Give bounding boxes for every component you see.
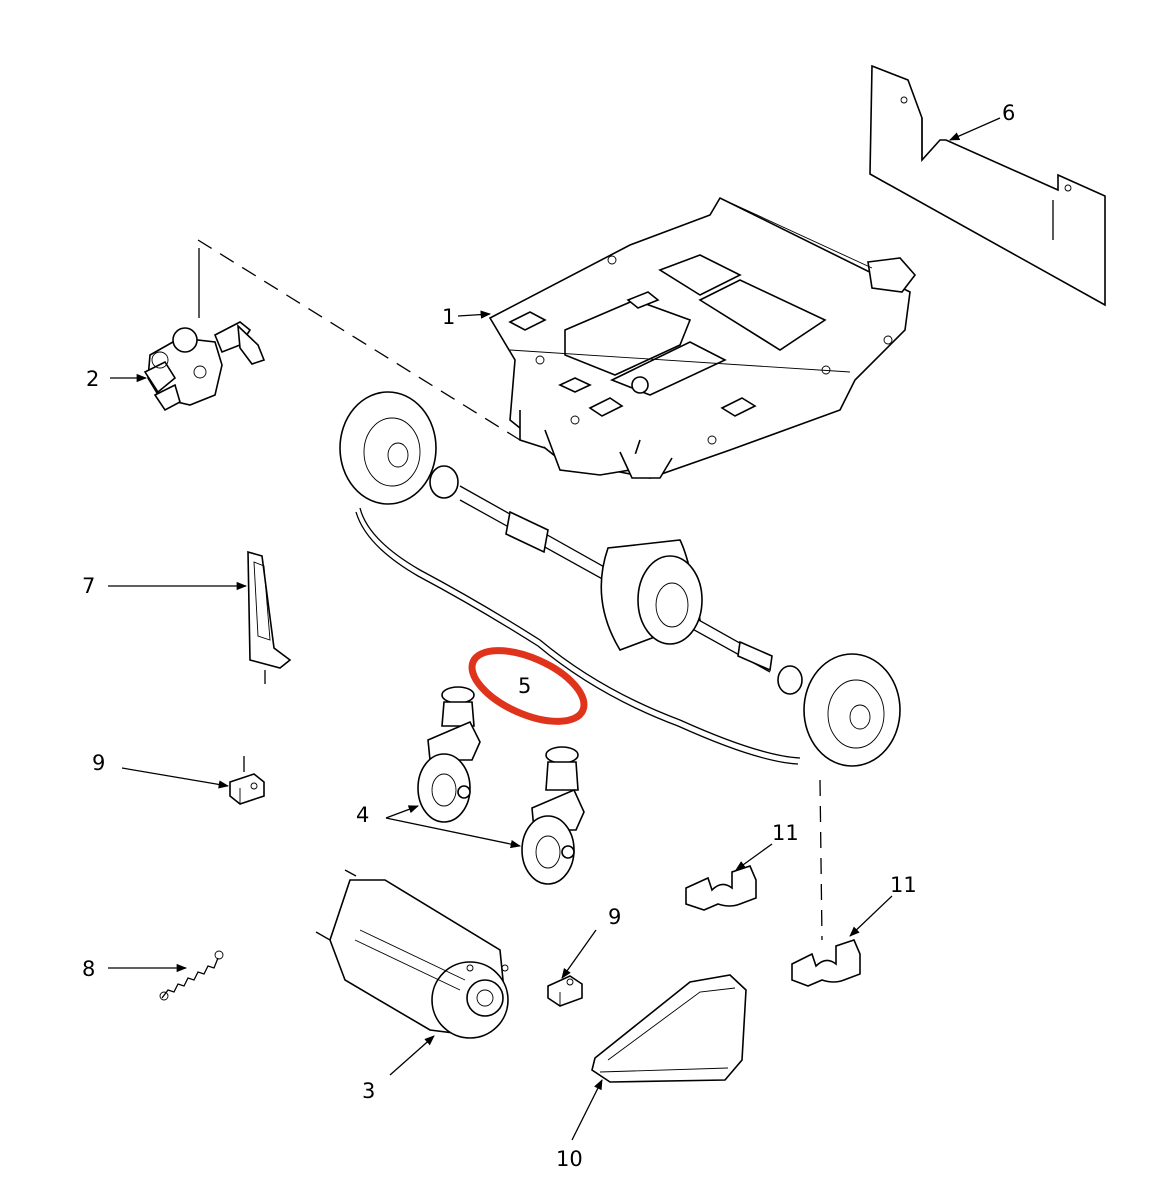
part-1-chassis [488, 196, 917, 479]
part-11-clamp-lower [791, 939, 861, 987]
part-6-back-panel [869, 64, 1106, 307]
callout-6: 6 [1002, 101, 1015, 125]
part-9-block-left [229, 756, 265, 805]
part-2-valve [143, 321, 266, 412]
alignment-dashed-lines [197, 239, 823, 941]
part-8-spring [159, 950, 224, 1001]
callout-7: 7 [82, 574, 95, 598]
axle-drum-assembly [339, 391, 901, 767]
callout-11-lower: 11 [890, 873, 917, 897]
callout-4: 4 [356, 803, 369, 827]
callout-5-highlight-ring [468, 647, 588, 725]
part-7-bracket [247, 550, 292, 684]
callout-11-upper: 11 [772, 821, 799, 845]
callout-5: 5 [518, 674, 531, 698]
part-4-caster-lower [521, 746, 585, 885]
part-9-block-right [547, 975, 583, 1007]
callout-8: 8 [82, 957, 95, 981]
callout-1: 1 [442, 305, 455, 329]
part-3-motor [315, 869, 509, 1039]
callout-2: 2 [86, 367, 99, 391]
callout-9-right: 9 [608, 905, 621, 929]
part-11-clamp-upper [685, 865, 757, 911]
part-10-cover [591, 974, 747, 1083]
callout-3: 3 [362, 1079, 375, 1103]
part-4-caster-upper [417, 686, 481, 823]
callout-10: 10 [556, 1147, 583, 1171]
part-5-belt [355, 507, 801, 765]
leader-lines [108, 117, 1001, 1141]
callout-9-left: 9 [92, 751, 105, 775]
